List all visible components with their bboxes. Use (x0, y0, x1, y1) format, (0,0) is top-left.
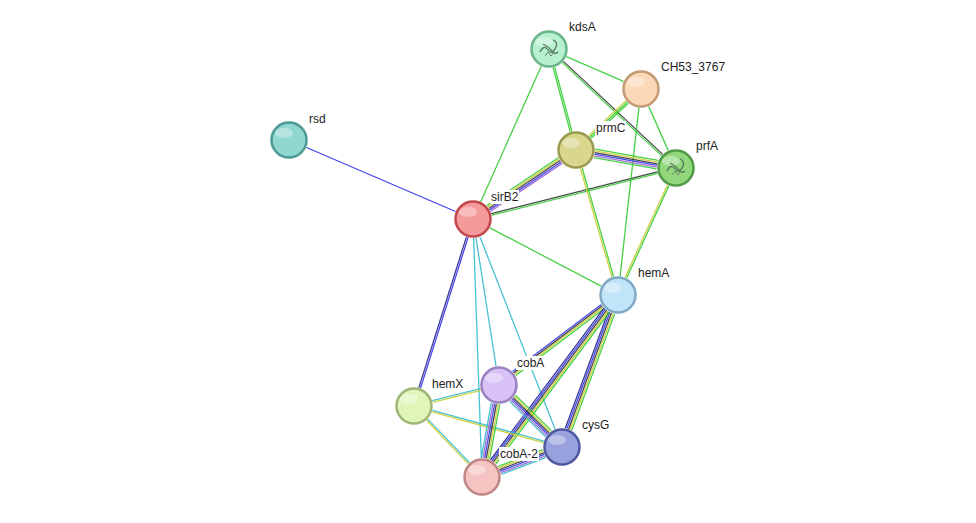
node-circle (480, 366, 518, 404)
interaction-edge (594, 149, 658, 169)
protein-node: sirB2 (454, 200, 492, 238)
interaction-edge (490, 228, 601, 286)
node-label: sirB2 (490, 190, 519, 204)
interaction-edge (487, 158, 562, 212)
protein-node: prfA (657, 149, 695, 187)
interaction-edge (553, 67, 572, 132)
node-circle (599, 276, 637, 314)
protein-node: hemA (599, 276, 637, 314)
node-circle (543, 428, 581, 466)
protein-node: cobA (480, 366, 518, 404)
node-circle (657, 149, 695, 187)
protein-node: hemX (395, 387, 433, 425)
node-label: cysG (581, 418, 610, 432)
node-circle (463, 458, 501, 496)
node-label: rsd (308, 112, 327, 126)
interaction-edge (580, 168, 613, 277)
interaction-edge (566, 57, 623, 82)
node-label: cobA-2 (499, 447, 539, 461)
protein-node: cysG (543, 428, 581, 466)
protein-node: kdsA (530, 30, 568, 68)
node-label: cobA (516, 356, 545, 370)
node-label: kdsA (568, 20, 597, 34)
interaction-edge (476, 238, 496, 366)
interaction-edge (625, 185, 669, 278)
node-circle (622, 70, 660, 108)
node-label: hemX (431, 377, 464, 391)
interaction-edge (419, 237, 468, 388)
interaction-edge (649, 106, 669, 150)
protein-node: rsd (270, 121, 308, 159)
node-circle (557, 131, 595, 169)
node-circle (530, 30, 568, 68)
interaction-edge (562, 61, 662, 155)
node-label: prfA (695, 139, 719, 153)
interaction-edge (589, 101, 629, 138)
node-circle (454, 200, 492, 238)
protein-node: CH53_3767 (622, 70, 660, 108)
interaction-edge (481, 403, 499, 459)
interaction-edge (427, 419, 470, 464)
node-circle (270, 121, 308, 159)
node-label: prmC (595, 121, 626, 135)
node-label: CH53_3767 (660, 60, 726, 74)
protein-node: prmC (557, 131, 595, 169)
node-label: hemA (637, 266, 670, 280)
interaction-edge (306, 147, 455, 211)
interaction-edge (510, 395, 552, 436)
node-circle (395, 387, 433, 425)
protein-node: cobA-2 (463, 458, 501, 496)
